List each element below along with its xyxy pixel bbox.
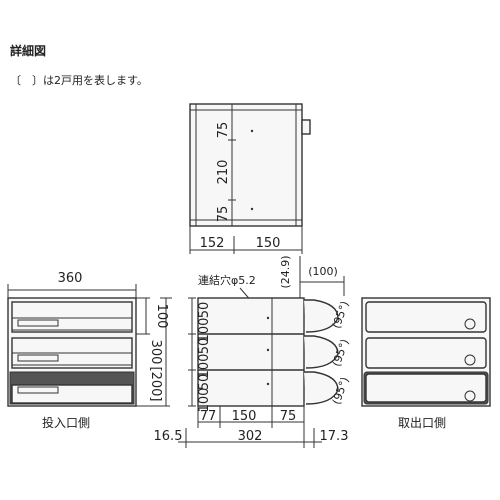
rear-caption: 取出口側 xyxy=(398,416,446,430)
front-height-alt: [200] xyxy=(148,367,163,402)
side-door-1 xyxy=(304,299,339,333)
rear-unit-1 xyxy=(365,301,487,333)
front-caption: 投入口側 xyxy=(42,415,90,430)
side-left-dim-6: 100 xyxy=(197,388,212,413)
side-left-dim-4: 100 xyxy=(197,354,212,379)
side-left-dim-5: 50 xyxy=(197,374,212,391)
top-view-knob xyxy=(301,119,311,135)
rear-lock-3 xyxy=(464,390,476,402)
angle-label-2: (95°) xyxy=(330,337,352,368)
side-view: 連結穴φ5.2 (24.9) (100) 50 100 50 100 50 10… xyxy=(154,255,352,448)
side-bottom-dim-1: 77 xyxy=(200,409,217,424)
top-dim-2: 210 xyxy=(216,160,231,185)
side-bottom-dim-3: 75 xyxy=(280,409,297,424)
side-left-dim-3: 50 xyxy=(197,338,212,355)
rear-lock-2 xyxy=(464,354,476,366)
top-width-right: 150 xyxy=(256,236,281,251)
depth-label: (100) xyxy=(308,265,338,278)
front-width-label: 360 xyxy=(58,271,83,286)
front-height-unit: 100 xyxy=(154,304,169,329)
front-view: 360 100 300 [200] 投入口側 xyxy=(7,271,172,430)
top-dim-3: 75 xyxy=(216,206,231,223)
hole-label: 連結穴φ5.2 xyxy=(198,273,256,287)
overall-right-dim: 17.3 xyxy=(320,429,349,444)
side-door-2 xyxy=(304,335,339,369)
side-bottom-dim-2: 150 xyxy=(232,409,257,424)
side-view-body xyxy=(197,297,305,407)
front-unit-1 xyxy=(11,301,133,333)
side-door-3 xyxy=(304,371,339,405)
top-offset-label: (24.9) xyxy=(279,255,292,288)
note-text: 〔 〕は2戸用を表します。 xyxy=(10,74,148,87)
top-view-body xyxy=(189,103,303,227)
side-left-dim-2: 100 xyxy=(197,318,212,343)
rear-unit-2 xyxy=(365,337,487,369)
top-width-left: 152 xyxy=(200,236,225,251)
section-title: 詳細図 xyxy=(10,44,47,58)
overall-center-dim: 302 xyxy=(238,429,263,444)
top-dim-1: 75 xyxy=(216,122,231,139)
overall-left-dim: 16.5 xyxy=(154,429,183,444)
rear-view: 取出口側 xyxy=(361,297,491,430)
angle-label-1: (95°) xyxy=(330,299,352,330)
rear-lock-1 xyxy=(464,318,476,330)
front-height-total: 300 xyxy=(148,340,163,365)
side-left-dim-1: 50 xyxy=(197,302,212,319)
top-view: 75 210 75 152 150 xyxy=(189,103,311,254)
